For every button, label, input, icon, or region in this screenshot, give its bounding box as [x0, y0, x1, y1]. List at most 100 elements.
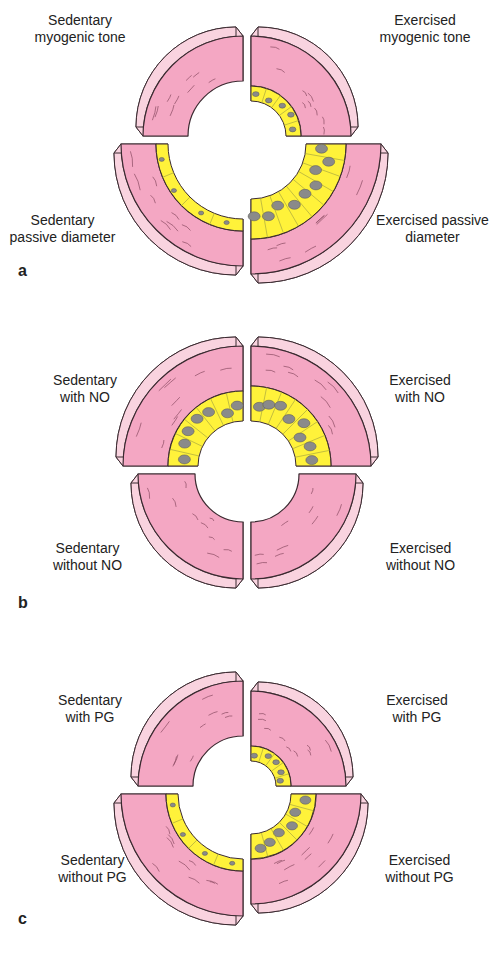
muscle-texture — [328, 834, 333, 843]
muscle-texture — [319, 861, 326, 868]
muscle-texture — [323, 127, 325, 135]
smooth-muscle-layer — [143, 36, 243, 136]
muscle-texture — [185, 481, 187, 488]
cell-nucleus — [224, 221, 229, 225]
smooth-muscle-layer — [251, 691, 346, 786]
muscle-texture — [207, 553, 219, 557]
smooth-muscle-layer — [121, 144, 243, 266]
condition-label: Exercised without PG — [372, 852, 467, 886]
muscle-texture — [268, 248, 277, 250]
muscle-texture — [186, 75, 192, 80]
muscle-texture — [329, 416, 335, 427]
condition-label: Exercised with NO — [380, 372, 460, 406]
cell-nucleus — [202, 851, 207, 855]
cell-boundary — [284, 121, 298, 126]
muscle-texture — [172, 417, 178, 426]
muscle-texture — [316, 216, 324, 223]
muscle-texture — [328, 425, 332, 434]
cell-nucleus — [255, 844, 266, 852]
muscle-texture — [305, 854, 312, 860]
muscle-texture — [172, 397, 180, 405]
cell-nucleus — [231, 401, 243, 410]
cell-nucleus — [299, 189, 311, 198]
muscle-texture — [209, 79, 216, 83]
cell-boundary — [189, 840, 197, 848]
muscle-texture — [277, 243, 286, 246]
cell-nucleus — [278, 770, 285, 775]
muscle-texture — [152, 863, 159, 871]
segment-outer-surface — [114, 144, 243, 275]
cell-nucleus — [191, 414, 203, 423]
cell-nucleus — [179, 439, 191, 448]
cell-nucleus — [306, 456, 318, 465]
muscle-texture — [308, 101, 311, 107]
muscle-texture — [182, 225, 191, 231]
muscle-texture — [161, 721, 170, 732]
cell-nucleus — [198, 211, 203, 215]
muscle-texture — [275, 553, 284, 556]
muscle-texture — [258, 719, 266, 721]
cell-nucleus — [248, 212, 260, 221]
muscle-texture — [179, 861, 190, 870]
segment-outer-surface — [251, 474, 363, 588]
muscle-texture — [286, 747, 291, 752]
condition-label: Sedentary without NO — [40, 540, 135, 574]
segment-outer-surface — [251, 337, 378, 466]
cell-boundary — [303, 163, 341, 177]
muscle-texture — [182, 242, 191, 247]
cell-nucleus — [265, 754, 272, 759]
cell-nucleus — [182, 427, 194, 436]
cell-boundary — [261, 198, 268, 237]
muscle-texture — [264, 728, 271, 730]
muscle-texture — [328, 382, 339, 393]
muscle-texture — [266, 354, 280, 357]
muscle-texture — [309, 828, 313, 835]
muscle-texture — [277, 69, 285, 73]
muscle-texture — [325, 740, 331, 752]
muscle-texture — [281, 521, 288, 526]
muscle-texture — [255, 554, 264, 555]
cell-nucleus — [298, 419, 310, 428]
cell-nucleus — [310, 166, 322, 175]
endothelial-layer — [251, 386, 331, 466]
cell-boundary — [275, 774, 289, 779]
smooth-muscle-layer — [123, 346, 243, 466]
vessel-wall-segment — [251, 794, 368, 913]
condition-label: Exercised without NO — [373, 540, 468, 574]
cell-nucleus — [304, 442, 316, 451]
muscle-texture — [312, 516, 318, 524]
cell-nucleus — [251, 753, 258, 758]
muscle-texture — [222, 712, 229, 714]
cell-boundary — [170, 449, 199, 456]
muscle-texture — [294, 751, 298, 757]
smooth-muscle-layer — [251, 346, 371, 466]
muscle-texture — [200, 724, 206, 728]
cell-nucleus — [263, 400, 275, 409]
muscle-texture — [152, 106, 156, 120]
muscle-texture — [357, 180, 363, 195]
segment-outer-surface — [251, 682, 353, 786]
muscle-texture — [308, 93, 314, 101]
muscle-texture — [317, 214, 328, 224]
muscle-texture — [302, 103, 305, 109]
muscle-texture — [284, 865, 294, 870]
muscle-texture — [167, 95, 171, 102]
muscle-texture — [337, 504, 342, 516]
muscle-texture — [167, 838, 174, 848]
vessel-wall-segment — [114, 794, 243, 925]
cell-nucleus — [203, 408, 215, 417]
condition-label: Exercised myogenic tone — [370, 12, 480, 46]
muscle-texture — [130, 151, 132, 167]
muscle-texture — [220, 368, 231, 370]
cell-nucleus — [178, 455, 190, 464]
muscle-texture — [257, 562, 267, 563]
cell-nucleus — [277, 778, 284, 783]
muscle-texture — [224, 550, 232, 552]
muscle-texture — [305, 246, 316, 252]
cell-nucleus — [289, 127, 296, 132]
muscle-texture — [259, 713, 266, 714]
muscle-texture — [225, 716, 232, 718]
condition-label: Sedentary passive diameter — [5, 212, 120, 246]
muscle-texture — [164, 378, 175, 388]
muscle-texture — [209, 537, 215, 540]
